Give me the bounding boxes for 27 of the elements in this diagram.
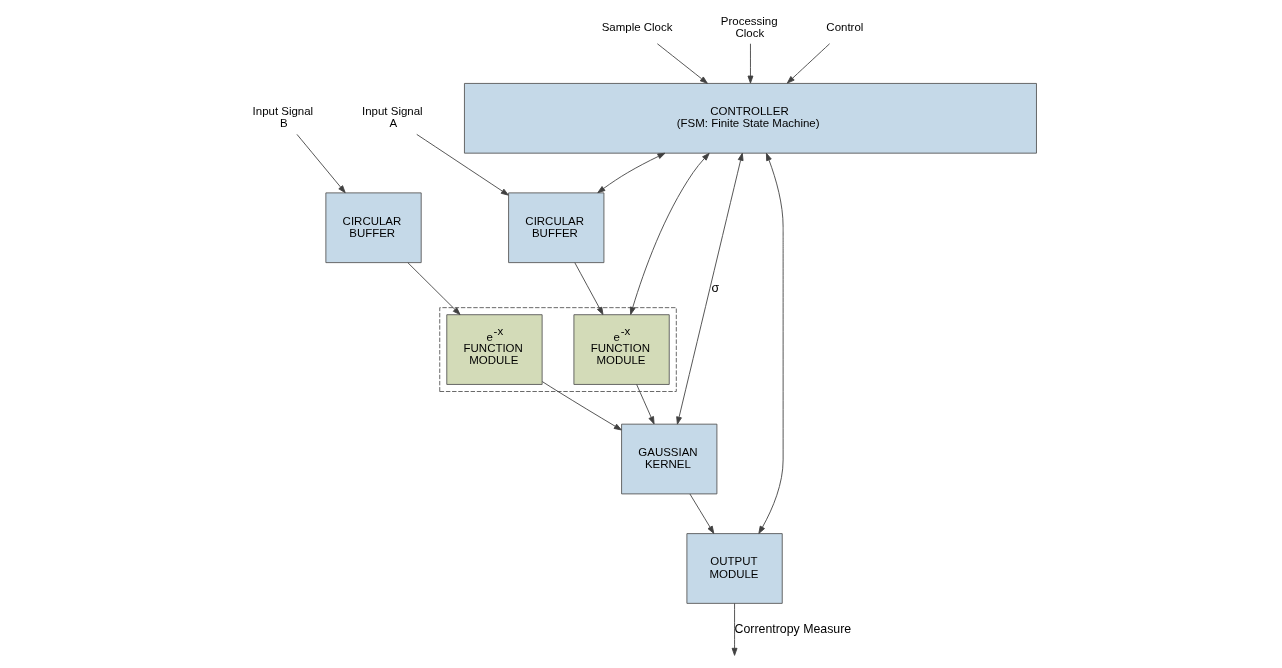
arrow [574,262,604,315]
arrow [656,43,708,84]
arrow [296,133,346,194]
arrow [541,381,622,431]
node-text: Processing Clock [720,14,778,39]
arrow [676,152,744,425]
node-box: CIRCULAR BUFFER [508,192,605,264]
arrow [597,152,666,194]
arrow [731,602,738,656]
edge-label: Correntropy Measure [734,621,852,636]
arrow [416,133,509,196]
arrow [786,43,831,84]
arrow [629,152,710,315]
node-text: Input Signal B [252,105,314,130]
node-box: CIRCULAR BUFFER [325,192,422,264]
node-text: Sample Clock [601,20,673,33]
node-box: GAUSSIAN KERNEL [621,423,718,495]
node-box: CONTROLLER (FSM: Finite State Machine) [464,83,1037,154]
node-text: Control [826,20,864,33]
arrow [747,43,754,84]
arrow [758,152,784,534]
node-text: Input Signal A [362,105,423,130]
edge-label: σ [711,280,720,295]
arrow [689,493,715,534]
arrow [636,384,655,425]
node-box: OUTPUT MODULE [686,533,783,604]
arrow [407,262,461,315]
